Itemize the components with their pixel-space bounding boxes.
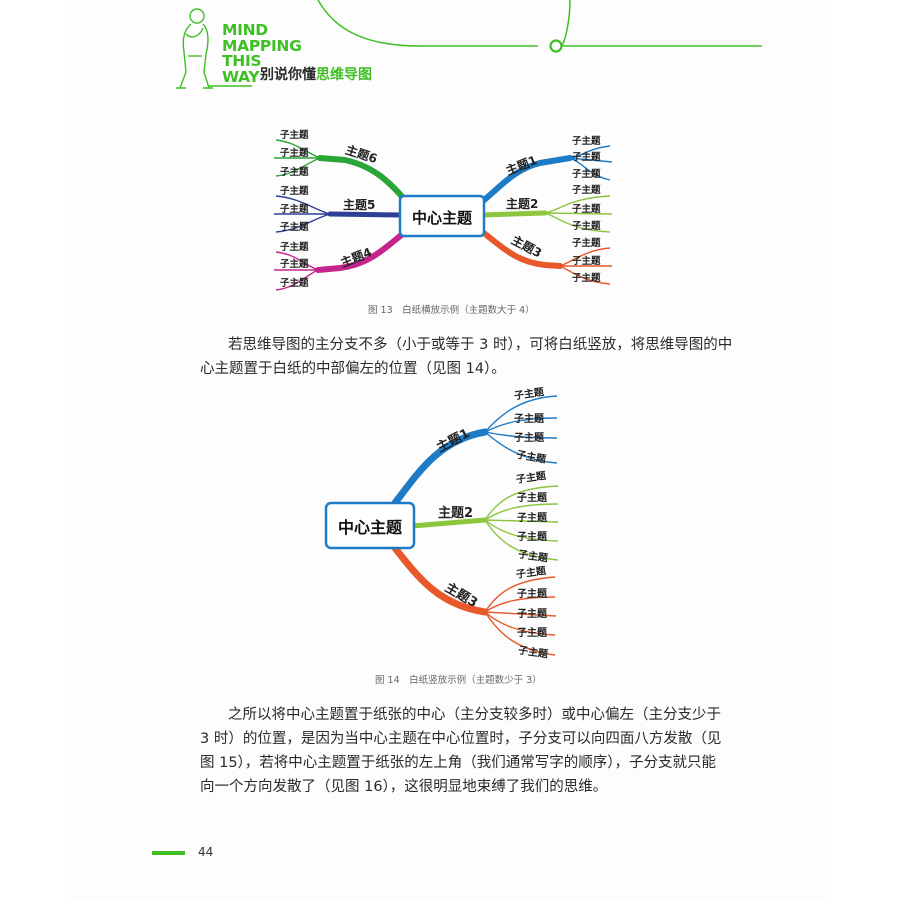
branch-3-trunk xyxy=(391,544,489,616)
branch-4-trunk xyxy=(315,229,408,273)
branch-2-trunk xyxy=(409,517,488,529)
branch-1-trunk xyxy=(391,428,489,507)
header-subtitle-highlight: 思维导图 xyxy=(316,67,372,83)
sub-topic-label: 子主题 xyxy=(280,277,309,289)
figure-13-caption: 图 13 白纸横放示例（主题数大于 4） xyxy=(368,305,535,316)
sub-topic-label: 子主题 xyxy=(280,258,309,270)
paragraph-2: 之所以将中心主题置于纸张的中心（主分支较多时）或中心偏左（主分支少于 3 时）的… xyxy=(200,703,721,799)
sub-topic-label: 子主题 xyxy=(280,241,309,253)
branch-5: 主题5 子主题 子主题 子主题 xyxy=(274,185,403,233)
paragraph-line: 若思维导图的主分支不多（小于或等于 3 时），可将白纸竖放，将思维导图的中 xyxy=(228,337,733,353)
page-background xyxy=(70,0,830,900)
header-title-line: MIND xyxy=(222,21,268,39)
header-subtitle-prefix: 别说你懂 xyxy=(260,67,316,83)
sub-topic-label: 子主题 xyxy=(572,151,601,163)
sub-topic-label: 子主题 xyxy=(280,185,309,197)
sub-topic-label: 子主题 xyxy=(517,643,550,660)
center-topic-label: 中心主题 xyxy=(338,518,403,537)
branch-2-label: 主题2 xyxy=(506,196,538,211)
header-subtitle: 别说你懂思维导图 xyxy=(260,64,372,84)
sub-topic-label: 子主题 xyxy=(517,587,548,600)
paragraph-line: 图 15），若将中心主题置于纸张的左上角（我们通常写字的顺序），子分支就只能 xyxy=(200,755,717,771)
sub-topic-label: 子主题 xyxy=(280,129,309,141)
sub-topic-label: 子主题 xyxy=(572,135,601,147)
sub-topic-label: 子主题 xyxy=(572,184,601,196)
sub-topic-label: 子主题 xyxy=(513,385,546,402)
branch-1-label: 主题1 xyxy=(434,425,472,456)
branch-2: 主题2 子主题 子主题 子主题 xyxy=(479,184,613,233)
center-topic: 中心主题 xyxy=(324,501,416,550)
center-topic-label: 中心主题 xyxy=(412,209,473,227)
branch-2: 主题2 子主题 子主题 子主题 子主题 子主题 xyxy=(409,469,559,565)
branch-2-label: 主题2 xyxy=(438,505,473,521)
paragraph-line: 3 时）的位置，是因为当中心主题在中心位置时，子分支可以向四面八方发散（见 xyxy=(200,731,722,747)
sub-topic-label: 子主题 xyxy=(515,448,548,466)
sub-topic-label: 子主题 xyxy=(572,203,601,215)
branch-3: 主题3 子主题 子主题 子主题 子主题 子主题 xyxy=(391,544,557,661)
header-title-line: THIS xyxy=(222,52,262,70)
branch-5-label: 主题5 xyxy=(343,197,375,212)
branch-2-trunk xyxy=(479,210,548,218)
sub-topic-label: 子主题 xyxy=(514,431,545,444)
paragraph-line: 向一个方向发散了（见图 16），这很明显地束缚了我们的思维。 xyxy=(200,779,608,795)
branch-5-trunk xyxy=(327,211,403,218)
paragraph-1: 若思维导图的主分支不多（小于或等于 3 时），可将白纸竖放，将思维导图的中 心主… xyxy=(200,333,732,381)
sub-topic-label: 子主题 xyxy=(280,166,309,178)
thinking-man-icon xyxy=(176,8,213,89)
sub-topic-label: 子主题 xyxy=(572,272,601,284)
header-title: MIND MAPPING THIS WAY xyxy=(222,21,302,86)
paragraph-line: 心主题置于白纸的中部偏左的位置（见图 14）。 xyxy=(200,361,506,377)
sub-topic-label: 子主题 xyxy=(517,547,550,564)
sub-topic-label: 子主题 xyxy=(517,530,548,543)
sub-topic-label: 子主题 xyxy=(517,607,548,620)
sub-topic-label: 子主题 xyxy=(517,511,548,524)
sub-topic-label: 子主题 xyxy=(514,412,545,425)
figure-14-caption: 图 14 白纸竖放示例（主题数少于 3） xyxy=(375,675,542,686)
sub-topic-label: 子主题 xyxy=(515,469,548,486)
sub-topic-label: 子主题 xyxy=(280,203,309,215)
branch-6-trunk xyxy=(317,155,408,203)
sub-topic-label: 子主题 xyxy=(280,147,309,159)
sub-topic-label: 子主题 xyxy=(515,564,548,581)
paragraph-line: 之所以将中心主题置于纸张的中心（主分支较多时）或中心偏左（主分支少于 xyxy=(228,707,721,723)
sub-topic-label: 子主题 xyxy=(572,168,601,180)
sub-topic-label: 子主题 xyxy=(280,221,309,233)
sub-topic-label: 子主题 xyxy=(517,626,548,639)
center-topic: 中心主题 xyxy=(398,194,486,238)
sub-topic-label: 子主题 xyxy=(572,237,601,249)
sub-topic-label: 子主题 xyxy=(572,255,601,267)
header-title-line: MAPPING xyxy=(222,36,302,55)
sub-topic-label: 子主题 xyxy=(517,491,548,504)
header-title-line: WAY xyxy=(222,67,260,86)
sub-topic-label: 子主题 xyxy=(572,220,601,232)
page-number: 44 xyxy=(198,845,214,859)
branch-3-trunk xyxy=(477,227,563,269)
branch-1: 主题1 子主题 子主题 子主题 子主题 xyxy=(391,385,558,507)
page-number-bar xyxy=(152,851,185,855)
